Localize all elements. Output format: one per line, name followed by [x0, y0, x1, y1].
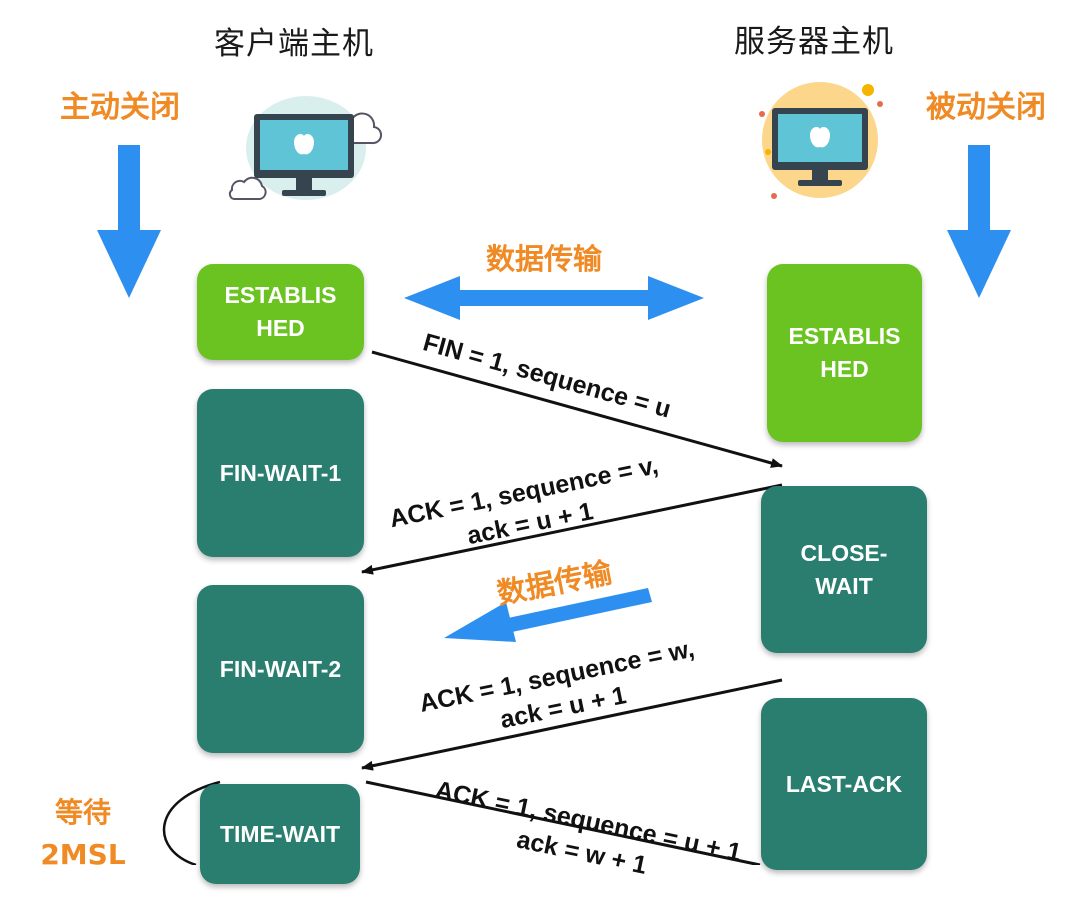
client-monitor-cloud-icon [228, 96, 383, 200]
client-state-fin-wait-1: FIN-WAIT-1 [197, 389, 364, 557]
half-close-data-transfer-arrow [444, 588, 652, 642]
fin-message-arrow [371, 350, 783, 468]
client-state-established: ESTABLIS HED [197, 264, 364, 360]
server-state-close-wait: CLOSE- WAIT [761, 486, 927, 653]
final-ack-message-arrow [365, 780, 761, 865]
client-state-time-wait: TIME-WAIT [200, 784, 360, 884]
server-state-established: ESTABLIS HED [767, 264, 922, 442]
server-fin-message-arrow [361, 678, 783, 771]
client-active-close-label: 主动关闭 [60, 90, 180, 125]
wait-2msl-curve [162, 780, 221, 865]
diagram-arrows-layer [97, 145, 1011, 865]
client-down-arrow [97, 145, 161, 298]
server-passive-close-label: 被动关闭 [926, 90, 1046, 125]
wait-2msl-label: 等待 2MSL [40, 796, 126, 871]
client-state-fin-wait-2: FIN-WAIT-2 [197, 585, 364, 753]
server-down-arrow [947, 145, 1011, 298]
server-host-title: 服务器主机 [734, 24, 894, 60]
data-transfer-label: 数据传输 [486, 242, 603, 276]
client-host-title: 客户端主机 [214, 26, 374, 62]
server-monitor-sun-icon [759, 82, 883, 199]
ack-message-arrow [361, 483, 783, 575]
server-state-last-ack: LAST-ACK [761, 698, 927, 870]
data-transfer-bidirectional-arrow [404, 276, 704, 320]
